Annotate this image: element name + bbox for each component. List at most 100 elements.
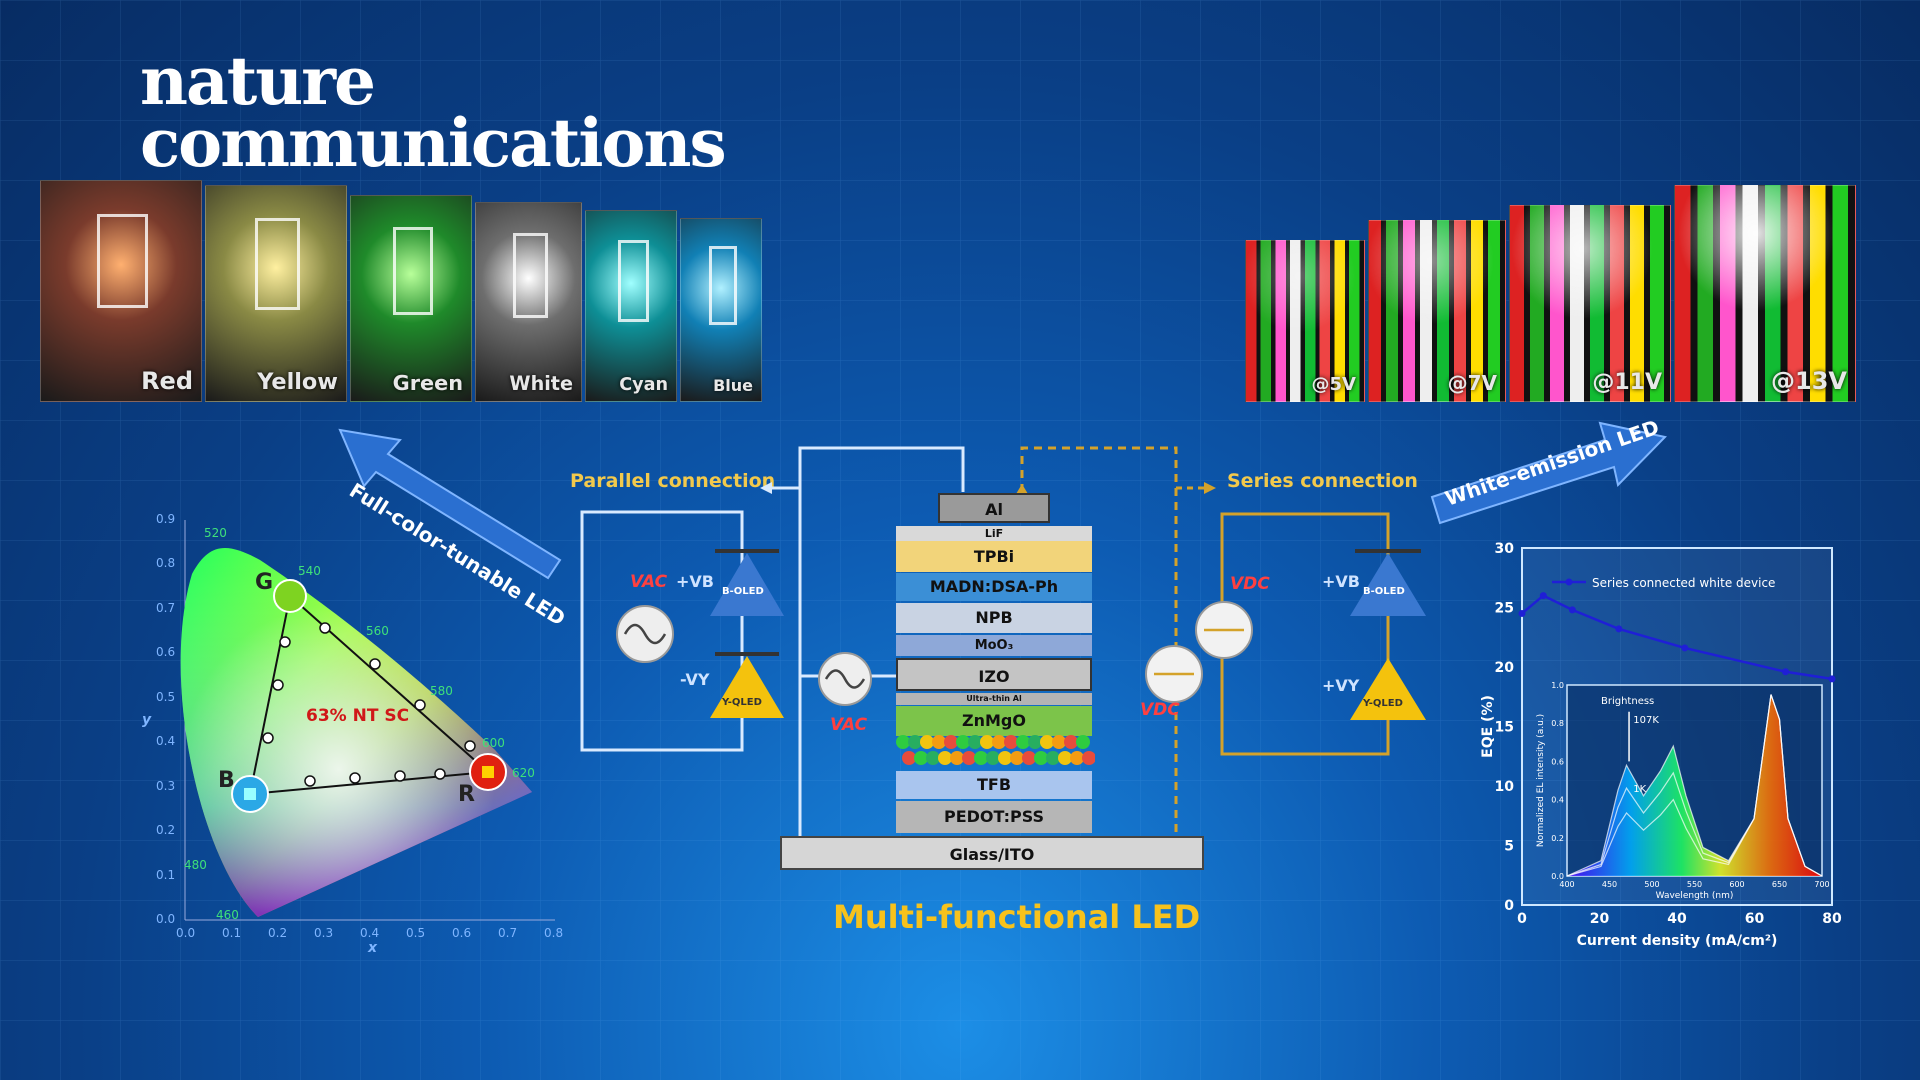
- quantum-dot-layer: [896, 735, 1095, 765]
- quantum-dot: [1064, 735, 1078, 749]
- voltage-label: @5V: [1311, 374, 1356, 395]
- quantum-dot: [944, 735, 958, 749]
- r-corner-label: R: [458, 782, 475, 807]
- voltage-photo-strip: @5V@7V@11V@13V: [1245, 185, 1856, 402]
- brightness-label: Brightness: [1601, 696, 1654, 707]
- quantum-dot: [1052, 735, 1066, 749]
- cie-white-overlay: [180, 548, 532, 917]
- b-oled-diode-left: [710, 549, 784, 616]
- b-corner-label: B: [218, 768, 235, 793]
- eqe-point: [1828, 675, 1836, 683]
- photo-label: Red: [141, 367, 193, 395]
- layer-tpbi: TPBi: [896, 541, 1092, 572]
- color-photo-green: Green: [350, 195, 472, 402]
- eqe-point: [1539, 592, 1547, 600]
- cie-points: [262, 622, 476, 787]
- ntsc-label: 63% NT SC: [306, 706, 410, 726]
- series-connection-label: Series connection: [1227, 470, 1418, 492]
- color-photo-blue: Blue: [680, 218, 762, 402]
- right-arrow: [1430, 421, 1667, 525]
- quantum-dot: [908, 735, 922, 749]
- spectrum-x-tick: 700: [1814, 880, 1829, 889]
- quantum-dot: [986, 751, 1000, 765]
- quantum-dot: [914, 751, 928, 765]
- eqe-point: [1782, 668, 1789, 676]
- eqe-y-tick: 25: [1495, 601, 1514, 617]
- cie-y-tick: 0.1: [156, 867, 176, 882]
- quantum-dot: [1004, 735, 1018, 749]
- quantum-dot: [1070, 751, 1084, 765]
- cie-x-tick: 0.2: [268, 926, 288, 940]
- device-frame: [97, 214, 148, 308]
- quantum-dot: [1016, 735, 1030, 749]
- quantum-dot: [1010, 751, 1024, 765]
- device-frame: [617, 239, 649, 322]
- y-qled-diode-left: [710, 652, 784, 718]
- quantum-dot: [920, 735, 934, 749]
- quantum-dot: [998, 751, 1012, 765]
- vb-label-right: +VB: [1322, 572, 1360, 591]
- series-arrow-head: [1204, 482, 1216, 494]
- cie-x-tick: 0.7: [498, 926, 518, 940]
- spectrum-x-label: Wavelength (nm): [1656, 891, 1734, 901]
- eqe-y-label: EQE (%): [1480, 695, 1496, 758]
- vb-label-left: +VB: [676, 572, 714, 591]
- photo-label: Green: [392, 371, 463, 395]
- eqe-legend-text: Series connected white device: [1592, 576, 1775, 590]
- journal-name-line2: communications: [140, 104, 727, 182]
- photo-label: Blue: [713, 376, 753, 395]
- quantum-dot: [1028, 735, 1042, 749]
- eqe-y-tick: 0: [1504, 898, 1514, 914]
- eqe-y-tick: 30: [1495, 541, 1515, 557]
- quantum-dot: [896, 735, 910, 749]
- eqe-y-tick: 15: [1495, 720, 1514, 736]
- spectrum-y-tick: 0.8: [1551, 719, 1564, 728]
- quantum-dot: [968, 735, 982, 749]
- cie-x-tick: 0.0: [176, 926, 196, 940]
- quantum-dot: [950, 751, 964, 765]
- voltage-label: @7V: [1447, 371, 1497, 395]
- eqe-y-tick: 20: [1495, 660, 1515, 676]
- cie-y-tick: 0.2: [156, 823, 176, 837]
- quantum-dot: [1046, 751, 1060, 765]
- device-frame: [255, 218, 301, 311]
- layer-glass-ito: Glass/ITO: [780, 836, 1204, 870]
- quantum-dot: [1034, 751, 1048, 765]
- cie-y-tick: 0.0: [156, 912, 176, 926]
- cie-y-tick: 0.9: [156, 511, 176, 526]
- cie-y-tick: 0.7: [156, 600, 176, 615]
- eqe-legend-marker: [1565, 578, 1573, 586]
- eqe-y-tick: 10: [1495, 779, 1515, 795]
- eqe-x-label: Current density (mA/cm²): [1577, 933, 1778, 949]
- voltage-photo: @13V: [1674, 185, 1856, 402]
- y-qled-diode-right: [1350, 658, 1426, 720]
- quantum-dot: [956, 735, 970, 749]
- main-title: Multi-functional LED: [833, 898, 1201, 936]
- spectrum-x-tick: 600: [1729, 880, 1744, 889]
- photo-label: White: [509, 372, 573, 395]
- cie-wavelength-label: 460: [216, 908, 239, 922]
- quantum-dot: [938, 751, 952, 765]
- eqe-point: [1615, 625, 1623, 633]
- cie-wavelength-label: 560: [366, 624, 389, 638]
- spectrum-x-tick: 650: [1772, 880, 1787, 889]
- quantum-dot: [1076, 735, 1090, 749]
- eqe-x-tick: 40: [1667, 911, 1687, 927]
- parallel-arrow-head: [760, 482, 772, 494]
- cie-y-tick: 0.6: [156, 645, 176, 659]
- cie-wavelength-label: 480: [184, 858, 207, 872]
- cie-x-tick: 0.1: [222, 926, 242, 940]
- layer-tfb: TFB: [896, 771, 1092, 799]
- spectrum-y-tick: 0.0: [1551, 872, 1564, 881]
- spectrum-y-tick: 0.6: [1551, 757, 1564, 766]
- journal-logo: nature communications: [140, 48, 727, 182]
- spectrum-line: [1566, 694, 1823, 877]
- spectrum-x-tick: 550: [1687, 880, 1702, 889]
- eqe-point: [1568, 606, 1576, 614]
- spectrum-y-tick: 0.2: [1551, 834, 1564, 843]
- cie-wavelength-label: 540: [298, 564, 321, 578]
- color-photo-yellow: Yellow: [205, 185, 347, 402]
- quantum-dot: [962, 751, 976, 765]
